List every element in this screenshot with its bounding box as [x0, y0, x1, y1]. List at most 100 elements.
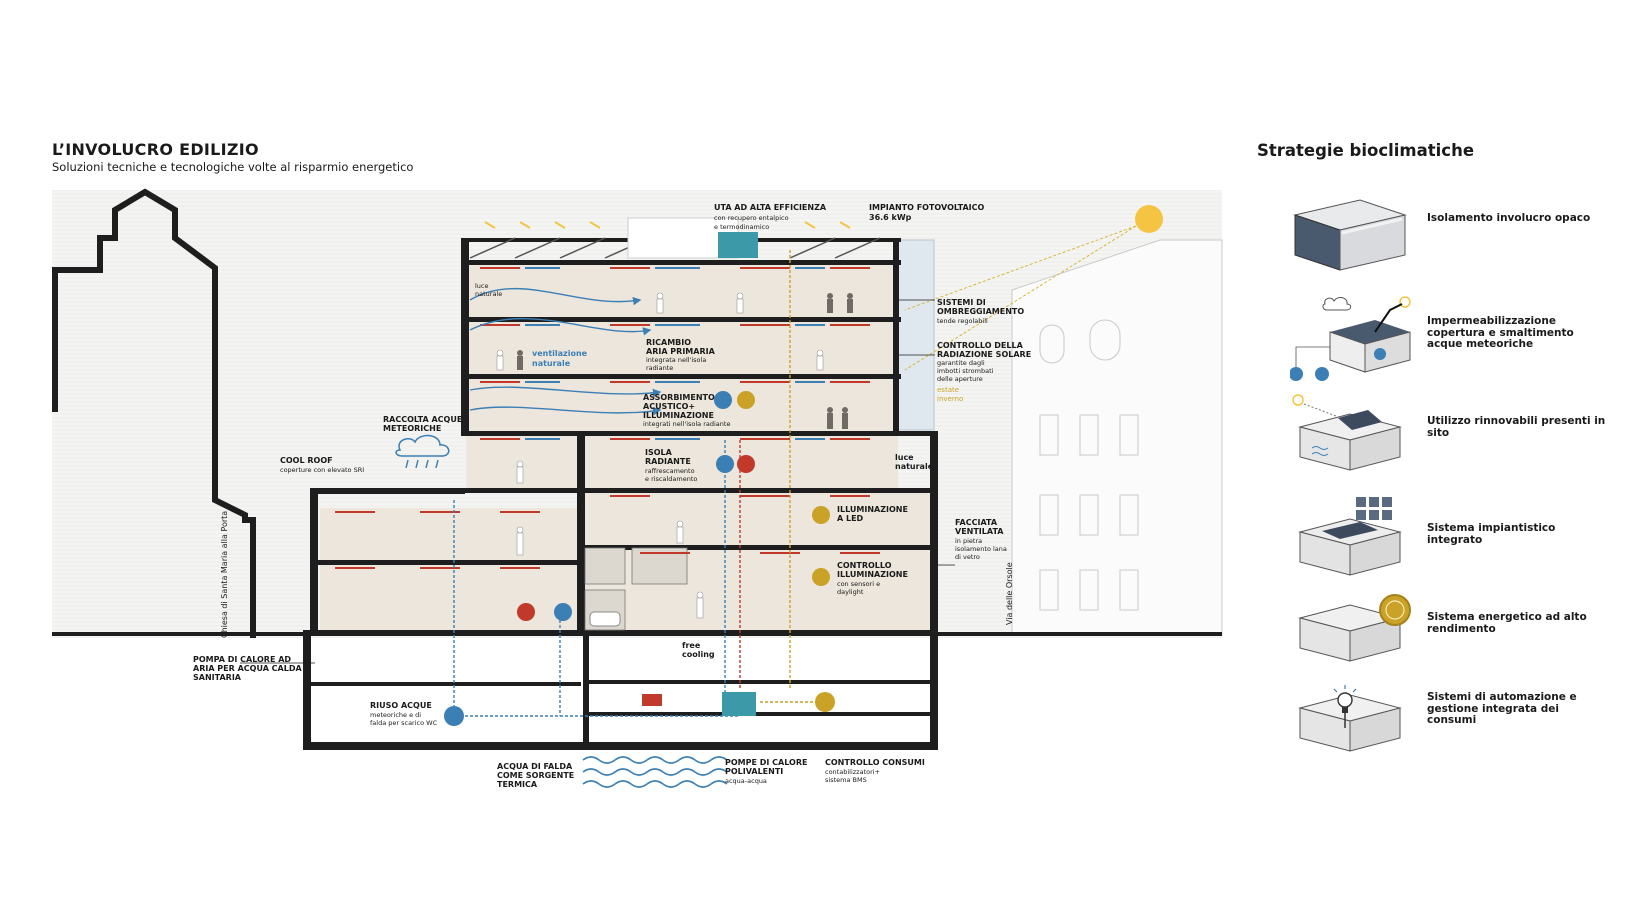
luce-label-1: luce: [475, 282, 489, 290]
facciata-sub3: di vetro: [955, 553, 980, 561]
ventilazione-2: naturale: [532, 359, 571, 368]
car: [589, 611, 621, 627]
riuso-sub2: falda per scarico WC: [370, 719, 438, 727]
snowflake-icon: [716, 455, 734, 473]
isola-sub1: raffrescamento: [645, 467, 695, 475]
assorb-3: ILLUMINAZIONE: [643, 411, 714, 420]
falda-2: COME SORGENTE: [497, 771, 574, 780]
controller-icon: [815, 692, 835, 712]
facciata-1: FACCIATA: [955, 518, 998, 527]
pv-sub: 36.6 kWp: [869, 213, 912, 222]
facciata-sub1: in pietra: [955, 537, 982, 545]
ombr-sub: tende regolabili: [937, 317, 988, 325]
ricambio-sub2: radiante: [646, 364, 673, 372]
assorb-1: ASSORBIMENTO: [643, 393, 715, 402]
rain-cloud-icon: [395, 434, 450, 469]
inverno-label: inverno: [937, 395, 963, 403]
luce2-1: luce: [895, 453, 914, 462]
leader-lines: [240, 299, 955, 664]
strategy-item: Sistema impiantistico integrato: [1290, 497, 1620, 597]
strategy-item: Isolamento involucro opaco: [1290, 195, 1620, 295]
water-tank-icon: [444, 706, 464, 726]
natural-light-arrows: [469, 287, 662, 416]
page-subtitle: Soluzioni tecniche e tecnologiche volte …: [52, 160, 414, 174]
flame-icon: [737, 455, 755, 473]
cool-1: COOL ROOF: [280, 456, 333, 465]
pompa-3: SANITARIA: [193, 673, 242, 682]
ombr-1: SISTEMI DI: [937, 298, 986, 307]
building-interior: [320, 265, 934, 630]
strategy-item: Utilizzo rinnovabili presenti in sito: [1290, 392, 1620, 492]
people-silhouettes: [496, 292, 824, 619]
consumi-sub1: contabilizzatori+: [825, 768, 880, 776]
heat-pump-unit-icon: [722, 692, 756, 716]
ctrl-ill-sub1: con sensori e: [837, 580, 880, 588]
ventilazione-1: ventilazione: [532, 349, 588, 358]
heat-pump-dhw-icon: [554, 603, 572, 621]
insulated-block-icon: [1293, 199, 1407, 271]
strategy-label: Sistema impiantistico integrato: [1427, 522, 1556, 546]
consumi-sub2: sistema BMS: [825, 776, 867, 784]
ricambio-2: ARIA PRIMARIA: [646, 347, 716, 356]
daylight-sensor-icon: [812, 568, 830, 586]
luce-label-2: naturale: [475, 290, 502, 298]
valve-red-icon: [517, 603, 535, 621]
strategy-item: Sistemi di automazione e gestione integr…: [1290, 680, 1620, 780]
consumi-1: CONTROLLO CONSUMI: [825, 758, 925, 767]
falda-3: TERMICA: [497, 780, 538, 789]
free-cooling-box-icon: [642, 694, 662, 706]
uta-label: UTA AD ALTA EFFICIENZA: [714, 203, 827, 212]
riser-lines: [453, 250, 820, 717]
cool-sub: coperture con elevato SRI: [280, 466, 364, 474]
pompe-2: POLIVALENTI: [725, 767, 783, 776]
led-bulb-icon: [812, 506, 830, 524]
ctrl-ill-1: CONTROLLO: [837, 561, 892, 570]
strategy-label: Sistema energetico ad alto rendimento: [1427, 611, 1587, 635]
facciata-sub2: isolamento lana: [955, 545, 1007, 553]
assorb-2: ACUSTICO+: [643, 402, 695, 411]
isola-sub2: e riscaldamento: [645, 475, 697, 483]
assorb-sub: integrati nell'isola radiante: [643, 420, 730, 428]
riuso-1: RIUSO ACQUE: [370, 701, 432, 710]
luce2-2: naturale: [895, 462, 934, 471]
estate-label: estate: [937, 386, 959, 394]
strategy-label: Sistemi di automazione e gestione integr…: [1427, 691, 1577, 726]
integrated-system-block-icon: [1298, 497, 1402, 576]
sun-rays-roof: [484, 221, 851, 229]
raccolta-2: METEORICHE: [383, 424, 441, 433]
strategy-item: Sistema energetico ad alto rendimento: [1290, 590, 1620, 690]
isola-2: RADIANTE: [645, 457, 691, 466]
uta-unit-icon: [718, 232, 758, 258]
pompe-sub: acqua-acqua: [725, 777, 767, 785]
led-1: ILLUMINAZIONE: [837, 505, 908, 514]
pompa-2: ARIA PER ACQUA CALDA: [193, 664, 302, 673]
pompe-1: POMPE DI CALORE: [725, 758, 807, 767]
raccolta-1: RACCOLTA ACQUE: [383, 415, 462, 424]
rad-sub1: garantite dagli: [937, 359, 985, 367]
lightbulb-automation-icon: [1298, 685, 1402, 752]
uta-sub1: con recupero entalpico: [714, 214, 789, 222]
acoustic-icon: [714, 391, 732, 409]
isola-1: ISOLA: [645, 448, 673, 457]
free-2: cooling: [682, 650, 715, 659]
via-label: Via delle Orsole: [1005, 562, 1014, 625]
rainwater-roof-icon: [1290, 296, 1411, 381]
ombr-2: OMBREGGIAMENTO: [937, 307, 1024, 316]
ricambio-sub1: integrata nell'isola: [646, 356, 706, 364]
sidebar-title: Strategie bioclimatiche: [1257, 141, 1475, 160]
pv-label: IMPIANTO FOTOVOLTAICO: [869, 203, 985, 212]
church-silhouette: [52, 188, 256, 638]
page-title: L’INVOLUCRO EDILIZIO: [52, 140, 259, 159]
facciata-2: VENTILATA: [955, 527, 1004, 536]
rad-1: CONTROLLO DELLA: [937, 341, 1024, 350]
falda-1: ACQUA DI FALDA: [497, 762, 573, 771]
groundwater-waves: [582, 756, 728, 788]
rad-sub3: delle aperture: [937, 375, 983, 383]
solar-panel-block-icon: [1292, 394, 1402, 471]
people-dark: [517, 293, 853, 429]
strategy-label: Impermeabilizzazione copertura e smaltim…: [1427, 315, 1574, 350]
pompa-1: POMPA DI CALORE AD: [193, 655, 291, 664]
ctrl-ill-2: ILLUMINAZIONE: [837, 570, 908, 579]
chiesa-label: Chiesa di Santa Maria alla Porta: [220, 511, 229, 638]
